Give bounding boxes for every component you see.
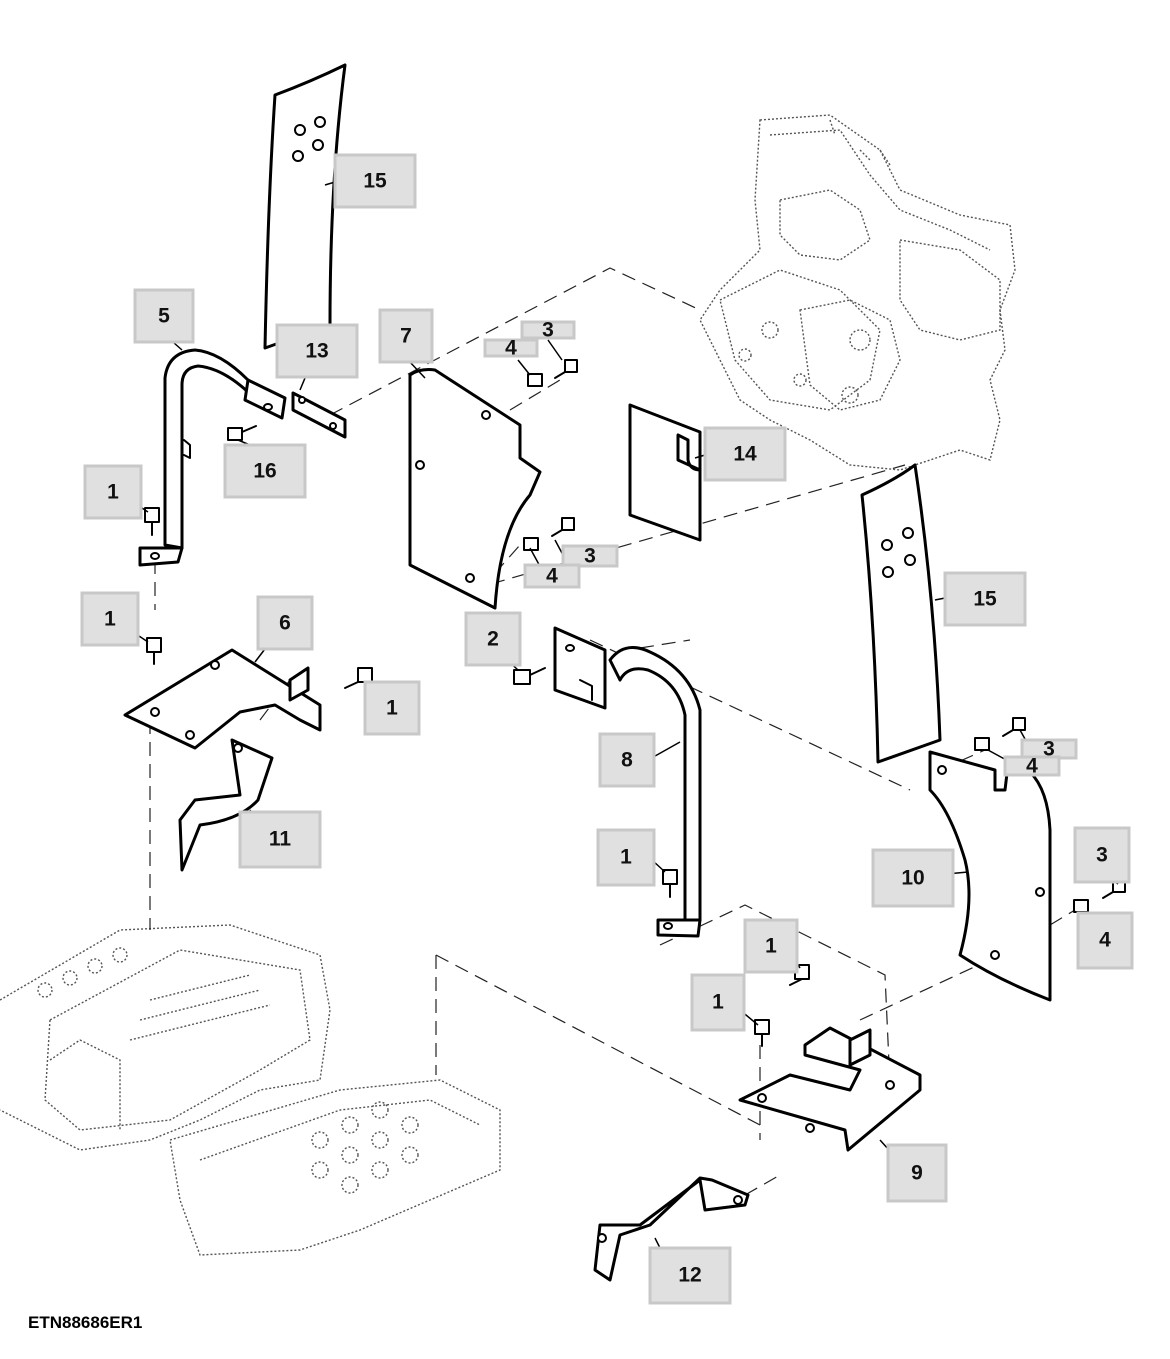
bolt-1-b [146, 637, 162, 665]
panel-15-upper [263, 63, 347, 350]
svg-text:15: 15 [973, 588, 997, 611]
svg-text:9: 9 [911, 1162, 923, 1185]
callout-1-d: 1 [596, 828, 656, 887]
tube-bracket-5 [138, 348, 287, 567]
svg-text:3: 3 [1043, 738, 1055, 761]
bolt-1-a [144, 507, 160, 536]
ghost-engine-assembly [699, 114, 1016, 471]
plate-9 [738, 1026, 922, 1152]
bolt-3-c [1002, 717, 1026, 737]
svg-text:8: 8 [621, 749, 633, 772]
callout-6: 6 [256, 595, 314, 651]
svg-text:4: 4 [1026, 755, 1038, 778]
nut-4-c [974, 737, 990, 751]
fasteners [144, 359, 1126, 1047]
callouts: 15 5 13 7 3 4 16 14 1 3 4 15 1 6 2 1 8 3… [80, 153, 1134, 1305]
svg-text:1: 1 [107, 481, 119, 504]
svg-text:16: 16 [253, 460, 276, 483]
svg-text:4: 4 [505, 337, 517, 360]
callout-8: 8 [598, 732, 656, 788]
bolt-1-d [662, 869, 678, 898]
svg-text:2: 2 [487, 628, 499, 651]
nut-4-b [523, 537, 539, 551]
callout-1-b: 1 [80, 591, 140, 647]
callout-4-c: 4 [1003, 755, 1061, 778]
ghost-hood-assembly [0, 924, 501, 1256]
svg-text:12: 12 [678, 1264, 701, 1287]
callout-3-d: 3 [1073, 826, 1131, 884]
support-11 [178, 738, 274, 872]
svg-text:4: 4 [1099, 929, 1111, 952]
svg-text:13: 13 [305, 340, 328, 363]
svg-text:3: 3 [1096, 844, 1108, 867]
callout-1-c: 1 [363, 680, 421, 736]
tube-bracket-8 [553, 626, 702, 938]
callout-3-b: 3 [561, 544, 619, 568]
callout-13: 13 [275, 323, 359, 379]
support-12 [593, 1176, 750, 1282]
bolt-1-f [754, 1019, 770, 1047]
callout-1-f: 1 [690, 973, 746, 1032]
svg-text:11: 11 [269, 828, 292, 851]
figure-id-label: ETN88686ER1 [28, 1313, 143, 1332]
nut-4-d [1073, 899, 1089, 913]
callout-11: 11 [238, 810, 322, 869]
shield-10 [928, 750, 1052, 1002]
svg-text:1: 1 [104, 608, 116, 631]
svg-text:10: 10 [901, 867, 924, 890]
callout-14: 14 [703, 426, 787, 482]
callout-3-a: 3 [520, 319, 576, 342]
callout-15-right: 15 [943, 571, 1027, 627]
bolt-3-a [554, 359, 578, 379]
callout-9: 9 [886, 1143, 948, 1203]
callout-15-upper: 15 [333, 153, 417, 209]
callout-4-b: 4 [523, 563, 581, 589]
svg-text:1: 1 [620, 846, 632, 869]
callout-4-a: 4 [483, 337, 539, 360]
svg-text:4: 4 [546, 565, 558, 588]
bolt-16 [227, 425, 257, 441]
svg-text:3: 3 [584, 545, 596, 568]
bolt-3-b [551, 517, 575, 537]
callout-10: 10 [871, 848, 955, 908]
callout-16: 16 [223, 443, 307, 499]
plate-14 [628, 403, 702, 542]
bolt-2 [513, 667, 546, 685]
svg-text:5: 5 [158, 305, 170, 328]
svg-text:1: 1 [386, 697, 398, 720]
callout-1-e: 1 [743, 918, 799, 974]
nut-4-a [527, 373, 543, 387]
svg-text:1: 1 [765, 935, 777, 958]
shield-7 [408, 368, 542, 610]
panel-15-right [860, 463, 942, 764]
svg-text:15: 15 [363, 170, 387, 193]
svg-text:7: 7 [400, 325, 412, 348]
svg-text:3: 3 [542, 319, 554, 342]
svg-text:6: 6 [279, 612, 291, 635]
callout-4-d: 4 [1076, 911, 1134, 970]
svg-text:14: 14 [733, 443, 757, 466]
plate-13 [291, 391, 347, 439]
callout-2: 2 [464, 611, 522, 667]
callout-5: 5 [133, 288, 195, 344]
callout-12: 12 [648, 1246, 732, 1305]
callout-7: 7 [378, 308, 434, 364]
svg-text:1: 1 [712, 991, 724, 1014]
plate-6 [123, 648, 322, 750]
callout-1-a: 1 [83, 464, 143, 520]
